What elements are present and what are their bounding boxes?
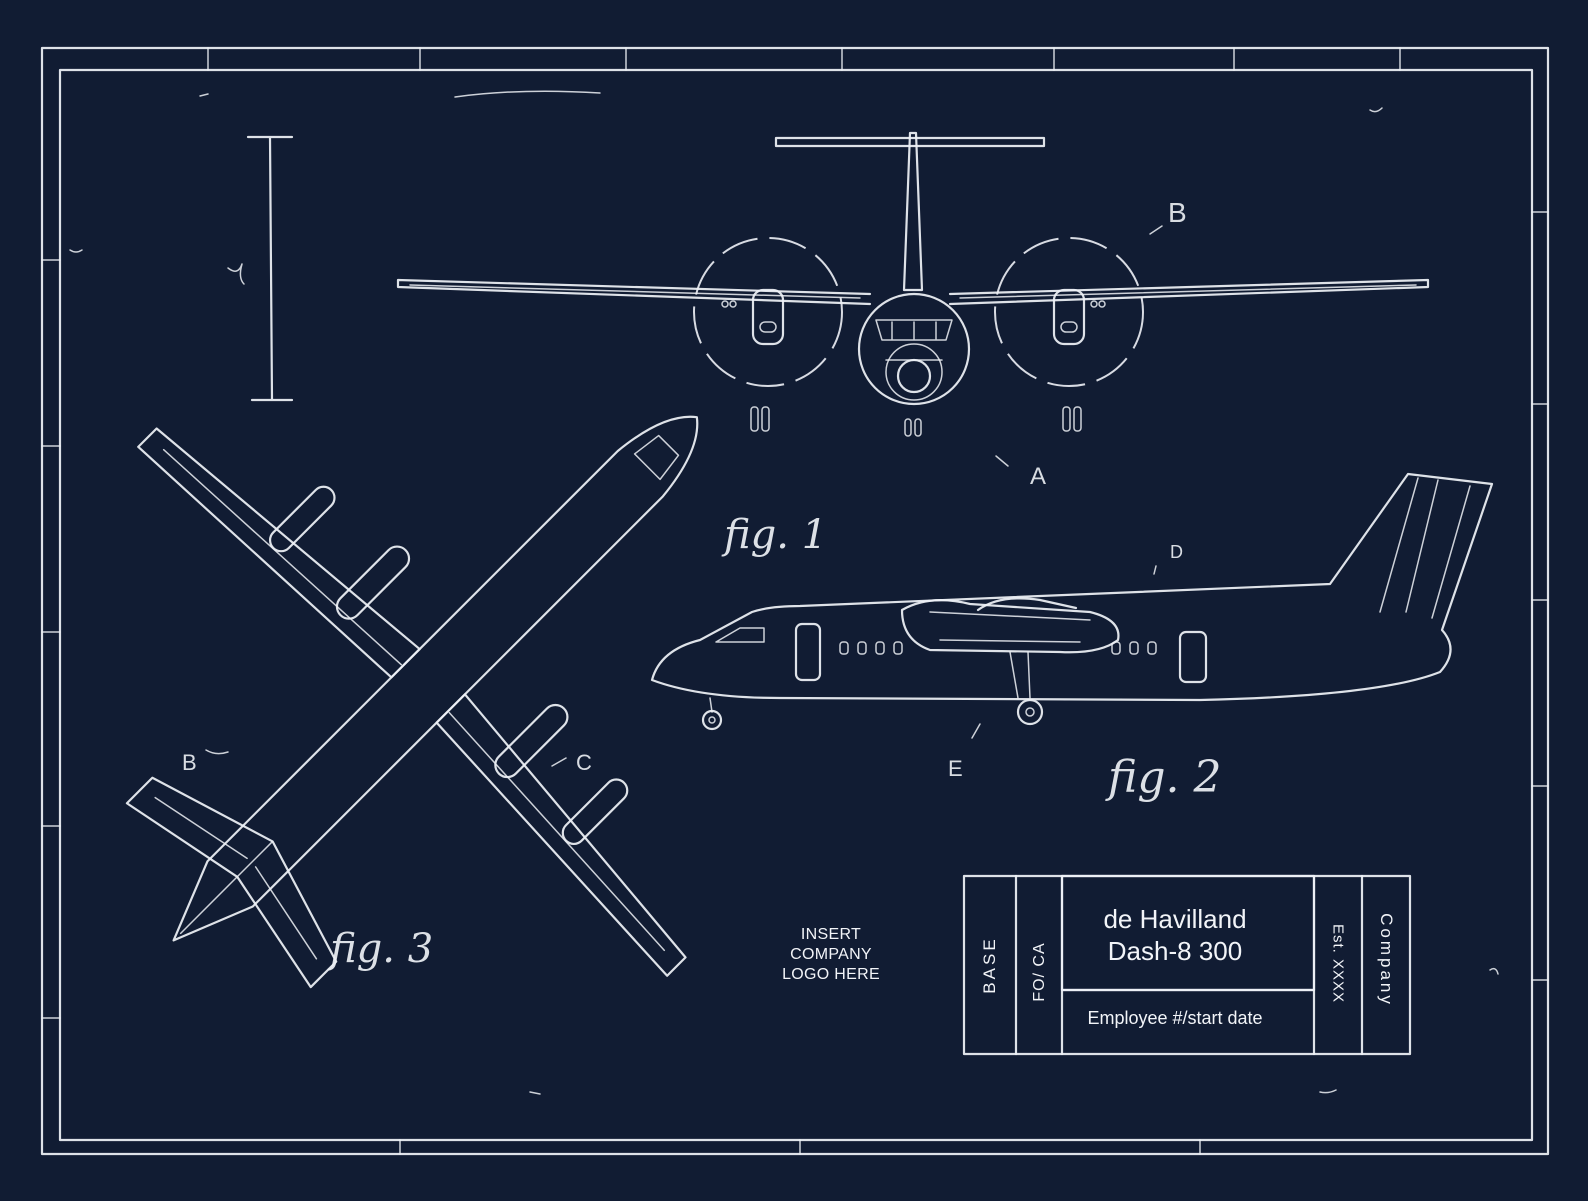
callout-c-leader bbox=[551, 757, 567, 767]
callout-a: A bbox=[1030, 463, 1046, 490]
callout-d: D bbox=[1170, 542, 1183, 562]
top-view-aircraft bbox=[125, 415, 699, 989]
role-label: FO/ CA bbox=[1031, 942, 1048, 1002]
established-label: Est. XXXX bbox=[1329, 923, 1347, 1004]
logo-placeholder-line2: COMPANY bbox=[790, 946, 872, 963]
logo-placeholder-line3: LOGO HERE bbox=[782, 966, 880, 983]
callout-b-front: B bbox=[1168, 197, 1187, 228]
logo-placeholder-line1: INSERT bbox=[800, 926, 862, 943]
aircraft-title-line1: de Havilland bbox=[1103, 904, 1247, 934]
title-block-frame bbox=[962, 874, 1412, 1056]
callout-b-top: B bbox=[182, 750, 197, 775]
fig3-label: fig. 3 bbox=[327, 926, 433, 972]
callout-e: E bbox=[948, 756, 963, 781]
callout-c: C bbox=[576, 750, 592, 775]
aircraft-title-line2: Dash-8 300 bbox=[1107, 936, 1243, 966]
logo-placeholder: INSERT COMPANY LOGO HERE bbox=[746, 925, 916, 985]
cabin-windows bbox=[839, 641, 1157, 655]
employee-field: Employee #/start date bbox=[1087, 1008, 1263, 1028]
scale-bar bbox=[227, 135, 294, 402]
front-view-aircraft bbox=[396, 131, 1430, 467]
base-label: BASE bbox=[980, 936, 999, 994]
side-view-aircraft bbox=[650, 472, 1494, 739]
sheet-border bbox=[40, 46, 1550, 1156]
company-label: Company bbox=[1377, 913, 1396, 1007]
fig1-label: fig. 1 bbox=[721, 512, 827, 558]
callout-b-top-leader bbox=[205, 749, 229, 755]
fig2-label: fig. 2 bbox=[1105, 752, 1221, 803]
